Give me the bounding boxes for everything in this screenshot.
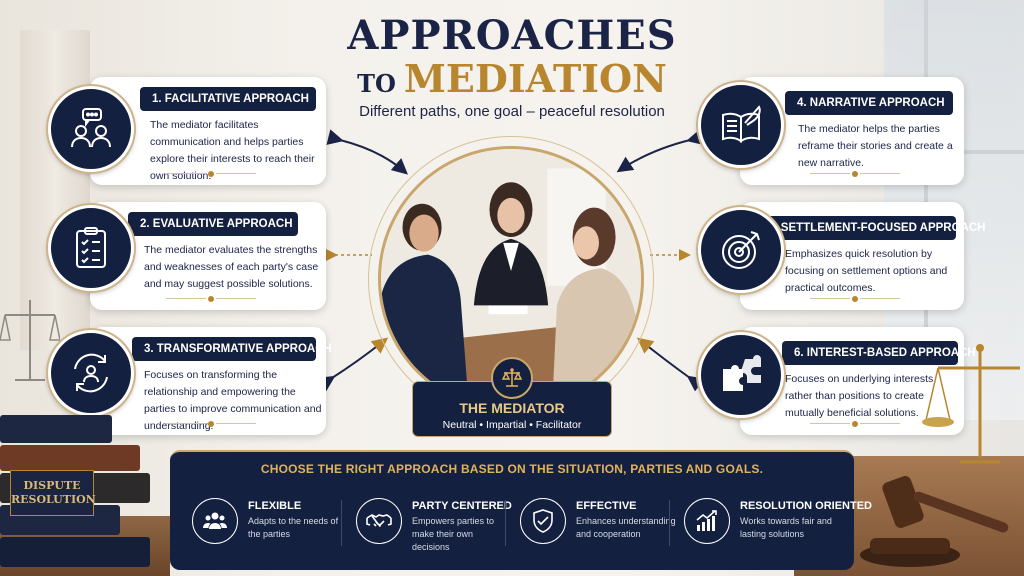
card-divider-dot	[166, 421, 256, 427]
handshake-icon	[356, 498, 402, 544]
card-divider-dot	[810, 421, 900, 427]
feature-text: Adapts to the needs of the parties	[248, 516, 339, 539]
feature-divider	[505, 500, 506, 546]
approach-text-4: The mediator helps the parties reframe t…	[798, 123, 953, 169]
target-icon	[698, 207, 784, 293]
subtitle: Different paths, one goal – peaceful res…	[359, 103, 665, 120]
feature-resolution-oriented: RESOLUTION ORIENTED Works towards fair a…	[672, 494, 872, 554]
growth-chart-icon	[684, 498, 730, 544]
scales-decoration-left	[0, 300, 60, 381]
feature-title: RESOLUTION ORIENTED	[740, 500, 873, 512]
title-to: TO	[357, 69, 396, 98]
scales-decoration-right	[922, 344, 1020, 464]
mediator-title: THE MEDIATOR	[459, 400, 565, 416]
approach-title-1: 1. FACILITATIVE APPROACH	[140, 87, 316, 111]
approach-card-3: 3. TRANSFORMATIVE APPROACH Focuses on tr…	[90, 327, 332, 435]
feature-text: Works towards fair and lasting solutions	[740, 516, 832, 539]
book-quill-icon	[698, 82, 784, 168]
feature-text: Enhances understanding and cooperation	[576, 516, 676, 539]
card-divider-dot	[166, 171, 256, 177]
approach-text-5: Emphasizes quick resolution by focusing …	[785, 248, 948, 294]
title-line2: MEDIATION	[403, 56, 667, 101]
checklist-icon	[48, 205, 134, 291]
mediator-box: THE MEDIATOR Neutral • Impartial • Facil…	[412, 381, 612, 437]
feature-title: EFFECTIVE	[576, 500, 637, 512]
feature-flexible: FLEXIBLE Adapts to the needs of the part…	[180, 494, 342, 554]
people-talking-icon	[48, 86, 134, 172]
approach-text-1: The mediator facilitates communication a…	[150, 119, 315, 182]
card-divider-dot	[810, 171, 900, 177]
banner-heading: CHOOSE THE RIGHT APPROACH BASED ON THE S…	[260, 462, 764, 476]
dispute-resolution-label: DISPUTE RESOLUTION	[10, 470, 96, 516]
approach-card-1: 1. FACILITATIVE APPROACH The mediator fa…	[90, 77, 326, 185]
background-column	[20, 30, 90, 350]
cycle-people-icon	[48, 330, 134, 416]
approach-card-2: 2. EVALUATIVE APPROACH The mediator eval…	[90, 202, 326, 310]
feature-party-centered: PARTY CENTERED Empowers parties to make …	[344, 494, 512, 554]
shield-check-icon	[520, 498, 566, 544]
group-icon	[192, 498, 238, 544]
feature-title: PARTY CENTERED	[412, 500, 512, 512]
feature-text: Empowers parties to make their own decis…	[412, 516, 495, 552]
mediator-subtitle: Neutral • Impartial • Facilitator	[442, 419, 582, 431]
puzzle-icon	[698, 332, 784, 418]
approach-text-2: The mediator evaluates the strengths and…	[144, 244, 319, 290]
summary-banner: CHOOSE THE RIGHT APPROACH BASED ON THE S…	[170, 450, 872, 570]
approach-text-3: Focuses on transforming the relationship…	[144, 369, 322, 432]
card-divider-dot	[810, 296, 900, 302]
feature-effective: EFFECTIVE Enhances understanding and coo…	[508, 494, 676, 554]
approach-title-5: 5. SETTLEMENT-FOCUSED APPROACH	[756, 216, 985, 240]
scales-icon	[491, 357, 533, 399]
approach-text-6: Focuses on underlying interests rather t…	[785, 373, 934, 419]
approach-title-6: 6. INTEREST-BASED APPROACH	[782, 341, 976, 365]
book-label-line1: DISPUTE	[23, 479, 81, 492]
book-label-line2: RESOLUTION	[11, 493, 96, 506]
approach-title-3: 3. TRANSFORMATIVE APPROACH	[132, 337, 332, 361]
feature-divider	[669, 500, 670, 546]
approach-title-2: 2. EVALUATIVE APPROACH	[128, 212, 298, 236]
gavel-decoration	[860, 476, 1009, 567]
approach-title-4: 4. NARRATIVE APPROACH	[785, 91, 953, 115]
feature-divider	[341, 500, 342, 546]
card-divider-dot	[166, 296, 256, 302]
feature-title: FLEXIBLE	[248, 500, 302, 512]
title-line1: APPROACHES	[347, 12, 677, 59]
